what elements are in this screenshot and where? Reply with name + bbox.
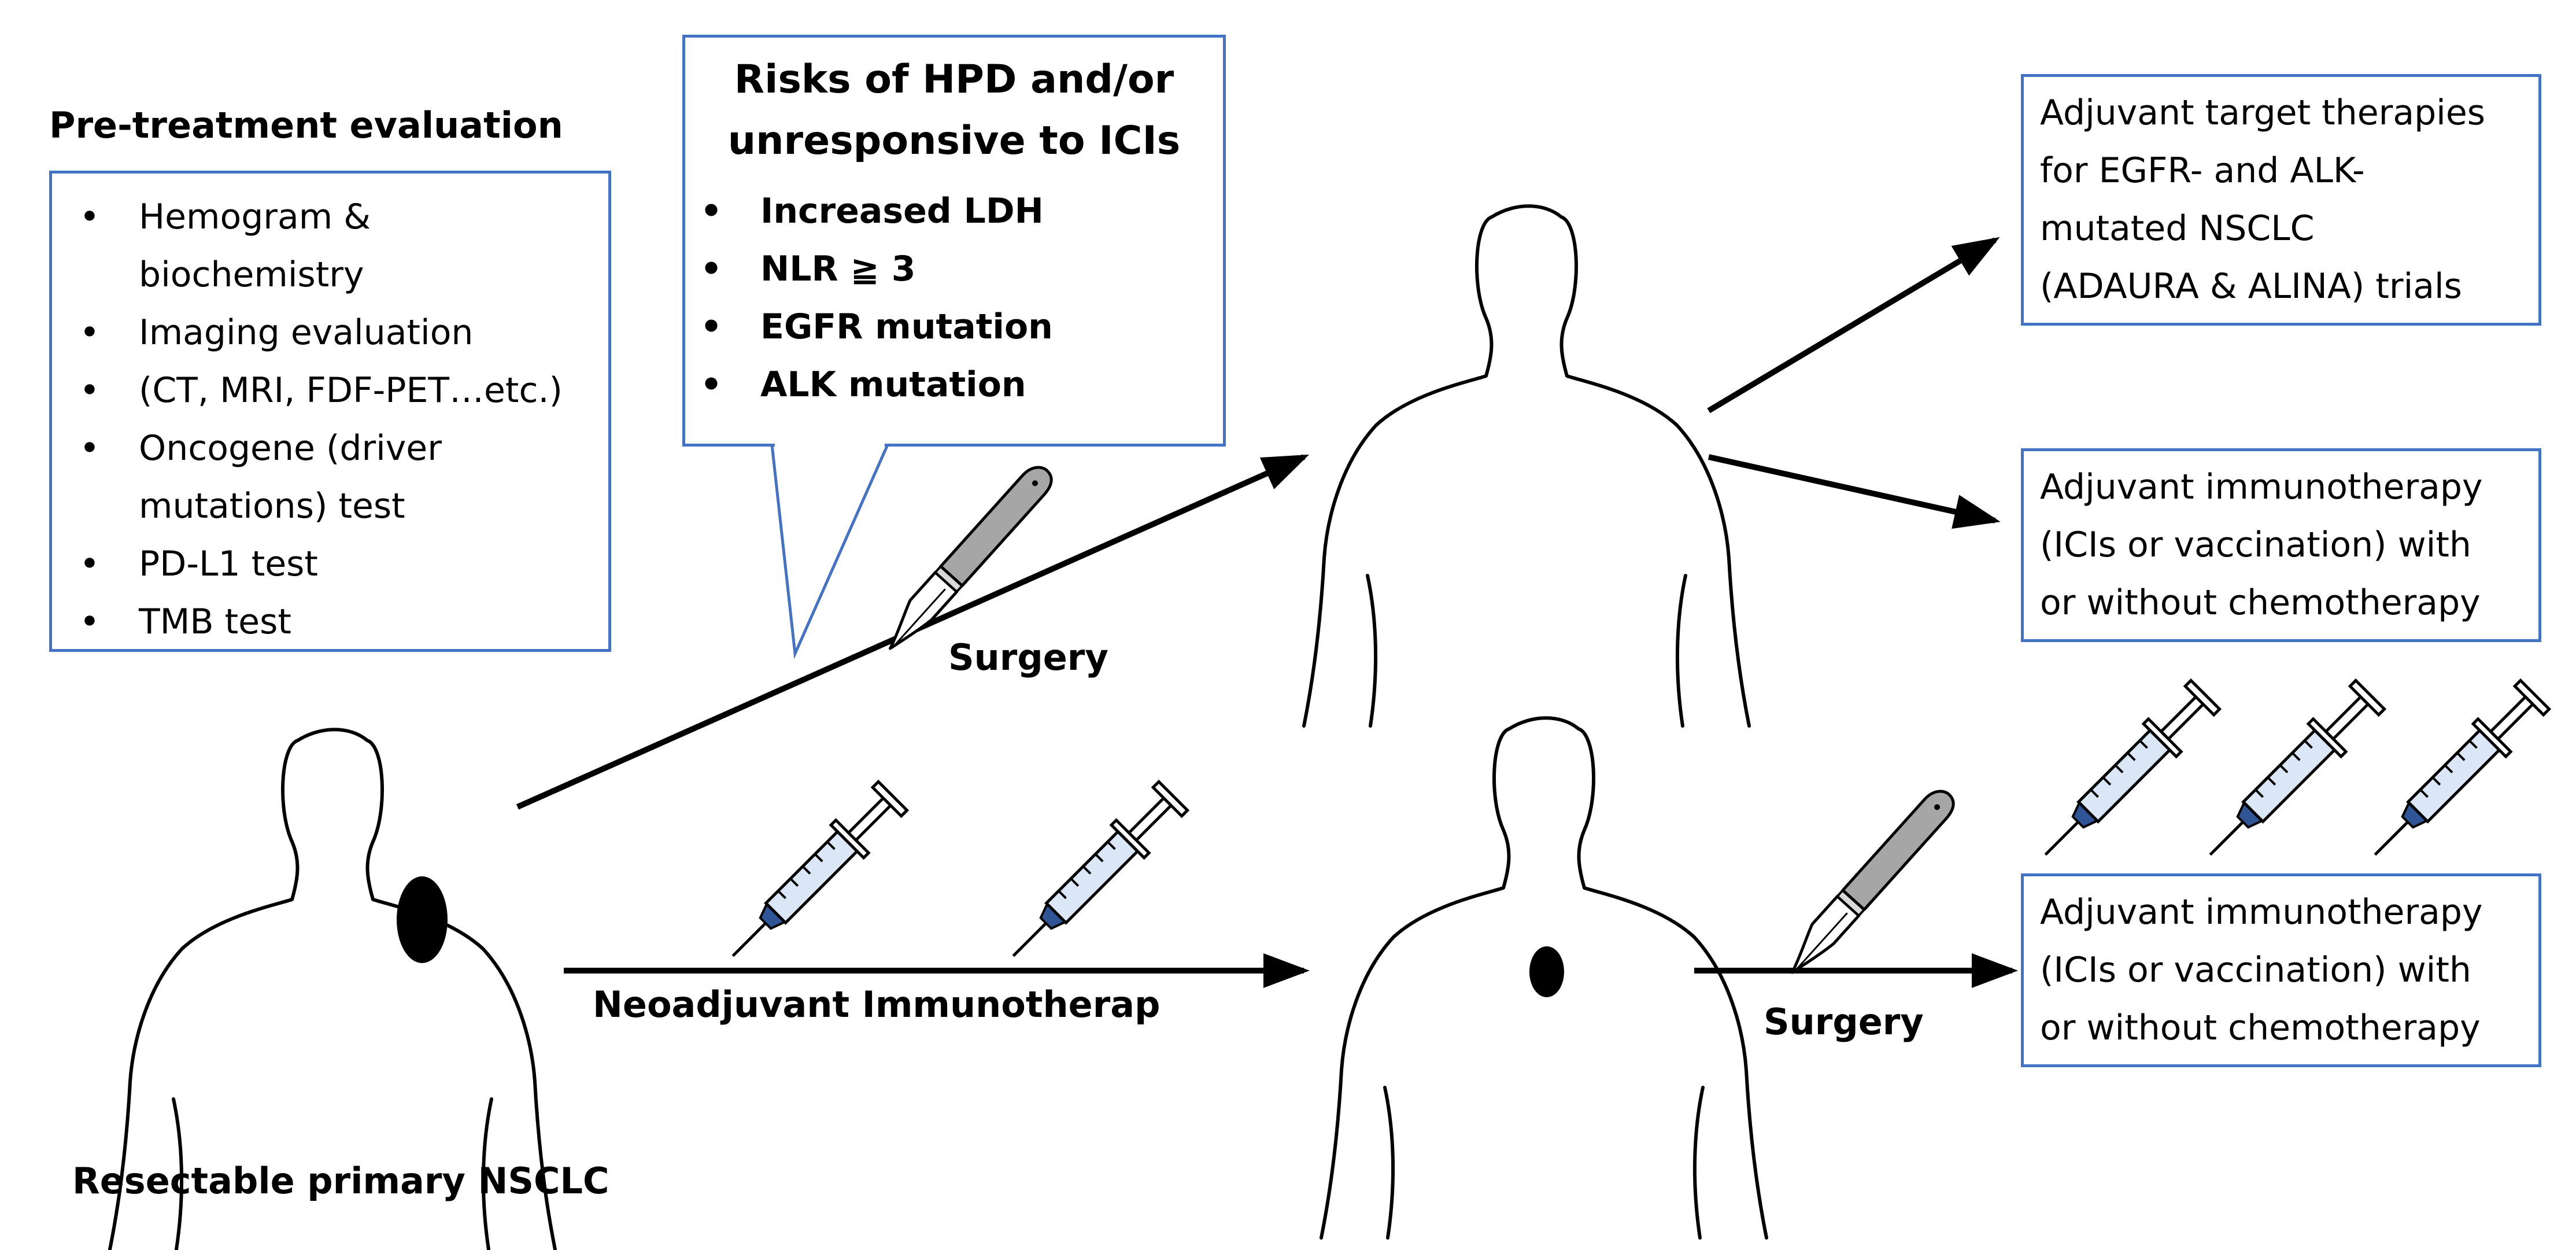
syringe-icon [716, 780, 909, 972]
callout-join-mask [775, 441, 885, 449]
patient-label: Resectable primary NSCLC [72, 1160, 609, 1202]
adjuvant-immunotherapy-box-bottom: Adjuvant immunotherapy (ICIs or vaccinat… [2021, 873, 2541, 1067]
risks-callout-box: Risks of HPD and/or unresponsive to ICIs… [682, 35, 1226, 447]
risk-item-text: Increased LDH [760, 191, 1044, 231]
bullet-icon: • [700, 307, 723, 347]
bullet-icon: • [79, 197, 100, 237]
surgery-label-bottom: Surgery [1764, 1001, 1924, 1043]
pretreatment-item-text: biochemistry [139, 255, 364, 295]
pretreatment-item-text: mutations) test [139, 486, 405, 526]
large-tumor-shape [397, 876, 448, 963]
box-line: or without chemotherapy [2040, 1008, 2481, 1048]
pretreatment-item-text: Hemogram & [139, 197, 371, 237]
pretreatment-item-text: (CT, MRI, FDF-PET…etc.) [139, 370, 563, 411]
risk-item: • NLR ≧ 3 [694, 240, 1053, 298]
box-line: Adjuvant immunotherapy [2040, 467, 2483, 507]
shrunken-tumor-shape [1529, 946, 1564, 997]
bullet-icon: • [79, 602, 100, 642]
scalpel-icon [877, 460, 1058, 656]
bullet-icon: • [700, 364, 723, 405]
risk-item: • Increased LDH [694, 182, 1053, 240]
box-line: mutated NSCLC [2040, 208, 2315, 249]
risk-item-text: ALK mutation [760, 364, 1026, 405]
pretreatment-item-text: Imaging evaluation [139, 312, 474, 353]
pretreatment-item-text: TMB test [139, 602, 291, 642]
risks-list: • Increased LDH • NLR ≧ 3 • EGFR mutation • ALK… [694, 182, 1053, 414]
adjuvant-immunotherapy-box-top: Adjuvant immunotherapy (ICIs or vaccinat… [2021, 448, 2541, 642]
box-line: (ICIs or vaccination) with [2040, 525, 2471, 565]
pretreatment-item: • (CT, MRI, FDF-PET…etc.) [72, 362, 563, 419]
targeted-therapy-box: Adjuvant target therapies for EGFR- and … [2021, 74, 2541, 326]
risk-item: • ALK mutation [694, 356, 1053, 414]
pretreatment-item: • Imaging evaluation [72, 304, 563, 362]
bullet-icon: • [700, 191, 723, 231]
syringe-icon [2029, 679, 2222, 871]
pretreatment-item: • Oncogene (driver mutations) test [72, 419, 563, 535]
box-line: Adjuvant target therapies [2040, 93, 2486, 133]
pretreatment-item: • TMB test [72, 593, 563, 651]
pretreatment-title: Pre-treatment evaluation [49, 104, 563, 146]
syringe-icon [2194, 679, 2386, 871]
risks-title-line: unresponsive to ICIs [727, 118, 1181, 164]
box-line: for EGFR- and ALK- [2040, 150, 2365, 191]
pretreatment-item-text: PD-L1 test [139, 544, 318, 584]
bullet-icon: • [79, 370, 100, 411]
risk-item: • EGFR mutation [694, 298, 1053, 356]
box-line: or without chemotherapy [2040, 582, 2481, 623]
neoadjuvant-label: Neoadjuvant Immunotherap [593, 983, 1161, 1026]
scalpel-icon [1779, 784, 1960, 980]
pretreatment-list: • Hemogram & biochemistry • Imaging evaluati… [72, 188, 563, 651]
pretreatment-item: • Hemogram & biochemistry [72, 188, 563, 304]
post-surgery-body-figure [1304, 206, 1749, 726]
bullet-icon: • [79, 544, 100, 584]
box-line: (ICIs or vaccination) with [2040, 950, 2471, 990]
risks-title-line: Risks of HPD and/or [734, 57, 1174, 102]
bullet-icon: • [79, 428, 100, 469]
pretreatment-box: • Hemogram & biochemistry • Imaging evaluati… [49, 171, 611, 652]
box-line: Adjuvant immunotherapy [2040, 892, 2483, 932]
syringe-icon [997, 780, 1189, 972]
bullet-icon: • [700, 249, 723, 289]
pretreatment-item-text: Oncogene (driver [139, 428, 442, 469]
arrow-to-adjuvant-immunotherapy-top [1708, 454, 2001, 529]
box-line: (ADAURA & ALINA) trials [2040, 266, 2462, 307]
surgery-label-top: Surgery [948, 636, 1108, 679]
arrow-to-targeted-therapy [1707, 237, 2000, 414]
bullet-icon: • [79, 312, 100, 353]
syringe-icon [2359, 679, 2551, 871]
risks-title: Risks of HPD and/or unresponsive to ICIs [685, 49, 1223, 172]
pretreatment-item: • PD-L1 test [72, 535, 563, 593]
risks-callout-tail [770, 444, 889, 659]
risk-item-text: EGFR mutation [760, 307, 1053, 347]
risk-item-text: NLR ≧ 3 [760, 249, 916, 289]
